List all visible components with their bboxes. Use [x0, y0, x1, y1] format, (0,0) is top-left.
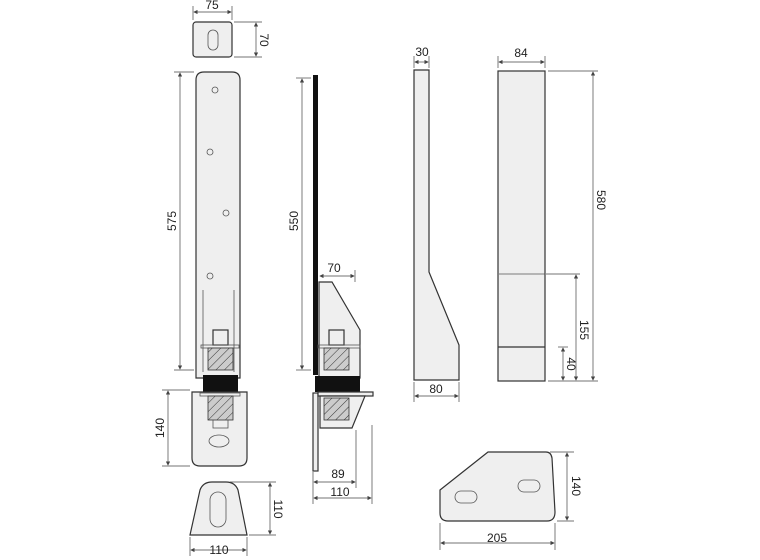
top-block-view: 75 70 — [192, 0, 271, 58]
dim-84: 84 — [514, 46, 528, 60]
dim-75: 75 — [205, 0, 219, 12]
dim-70-top: 70 — [257, 33, 271, 47]
front-view: 575 140 — [153, 71, 248, 467]
dim-580: 580 — [594, 190, 608, 210]
dim-110-right: 110 — [271, 499, 285, 518]
dim-110-side: 110 — [330, 485, 349, 499]
dim-140-right: 140 — [569, 476, 583, 496]
side-view: 550 70 89 110 — [287, 75, 374, 504]
dim-30: 30 — [415, 45, 429, 59]
dim-70-side: 70 — [327, 261, 341, 275]
dim-80: 80 — [429, 382, 443, 396]
dim-40: 40 — [564, 357, 578, 371]
dim-155: 155 — [577, 320, 591, 340]
dim-110-bottom: 110 — [209, 543, 228, 557]
base-bottom-view: 110 110 — [189, 481, 285, 557]
dim-205: 205 — [487, 531, 507, 545]
dim-89: 89 — [331, 467, 345, 481]
profile-view: 30 80 — [413, 45, 460, 402]
dim-140-left: 140 — [153, 418, 167, 438]
dim-550: 550 — [287, 211, 301, 231]
column-view: 84 580 155 40 — [497, 46, 608, 382]
base-plate-view: 205 140 — [439, 451, 583, 550]
dim-575: 575 — [165, 211, 179, 231]
